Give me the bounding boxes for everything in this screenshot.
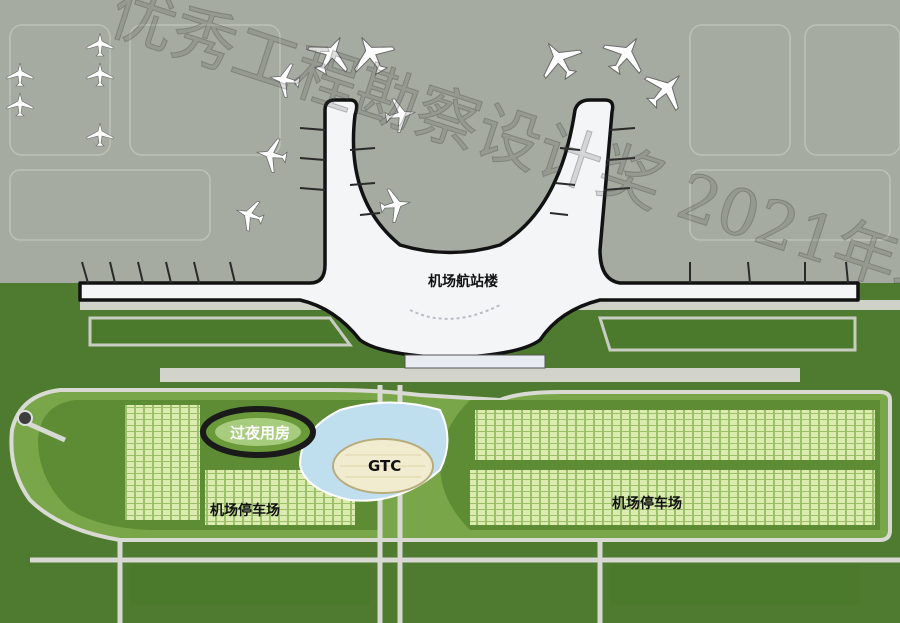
parking-stalls-east bbox=[475, 410, 875, 460]
jet-bridges bbox=[81, 127, 849, 284]
south-grass-west bbox=[130, 565, 370, 605]
parking-stalls-east-2 bbox=[470, 470, 875, 525]
grass-islands bbox=[88, 316, 857, 352]
parking-west-label: 机场停车场 bbox=[210, 503, 280, 519]
aircraft bbox=[6, 32, 680, 232]
apron bbox=[0, 0, 900, 300]
roundabout bbox=[17, 410, 33, 426]
apron-panels bbox=[9, 24, 900, 241]
south-grass-east bbox=[610, 565, 860, 605]
hotel-label: 过夜用房 bbox=[230, 424, 291, 442]
gtc-label: GTC bbox=[368, 457, 402, 475]
terminal-label: 机场航站楼 bbox=[428, 274, 498, 290]
parking-stalls-west bbox=[125, 405, 200, 520]
parking-east-label: 机场停车场 bbox=[612, 496, 682, 512]
